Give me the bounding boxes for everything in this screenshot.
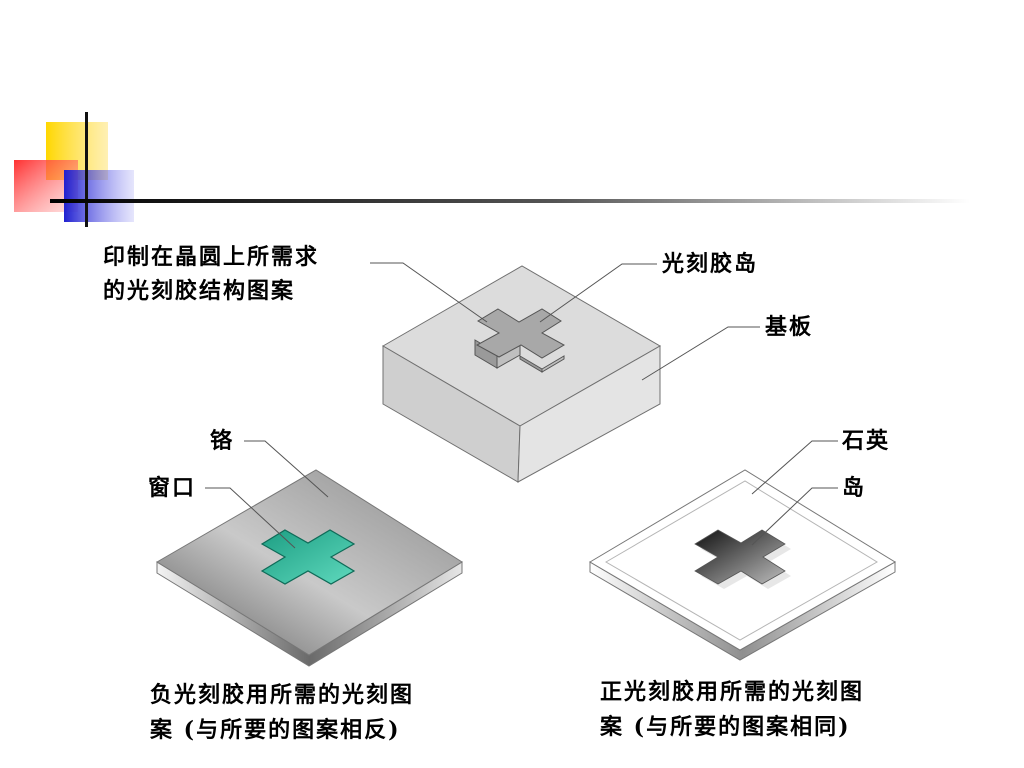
- label-chrome: 铬: [210, 428, 235, 454]
- leader-island: [751, 487, 838, 546]
- label-mask-pattern-line1: 印制在晶圆上所需求: [103, 244, 320, 270]
- caption-positive-line1: 正光刻胶用所需的光刻图: [600, 679, 865, 705]
- label-photoresist-island: 光刻胶岛: [662, 251, 759, 277]
- island-top-face: [475, 308, 566, 359]
- caption-negative-line1: 负光刻胶用所需的光刻图: [150, 682, 415, 708]
- label-island: 岛: [842, 475, 867, 501]
- caption-negative-line2: 案 (与所要的图案相反): [150, 717, 401, 743]
- photoresist-island: [474, 308, 566, 373]
- leader-window: [205, 487, 296, 549]
- label-substrate: 基板: [765, 314, 814, 340]
- quartz-inner-edge: [605, 480, 878, 641]
- label-window: 窗口: [148, 475, 197, 501]
- title-decoration: [14, 112, 970, 227]
- decor-horizontal-rule: [50, 199, 970, 203]
- callout-leaders: [205, 262, 838, 549]
- decor-vertical-line: [85, 112, 88, 227]
- substrate-block: [382, 265, 662, 483]
- decor-blue-square: [64, 170, 134, 222]
- leader-substrate: [641, 326, 760, 381]
- label-quartz: 石英: [842, 428, 891, 454]
- leader-chrome: [244, 440, 329, 498]
- island-bottom-right-side: [541, 355, 565, 373]
- chrome-mask-plate: [156, 469, 463, 667]
- leader-photoresist-island: [539, 263, 657, 323]
- leader-mask-pattern: [370, 262, 488, 323]
- quartz-chrome-island: [694, 529, 786, 585]
- caption-positive-line2: 案 (与所要的图案相同): [600, 714, 851, 740]
- leader-quartz: [751, 440, 838, 495]
- quartz-mask-plate: [589, 469, 896, 661]
- label-mask-pattern-line2: 的光刻胶结构图案: [103, 278, 296, 304]
- chrome-window-cross: [260, 529, 356, 585]
- substrate-right-face: [517, 345, 661, 483]
